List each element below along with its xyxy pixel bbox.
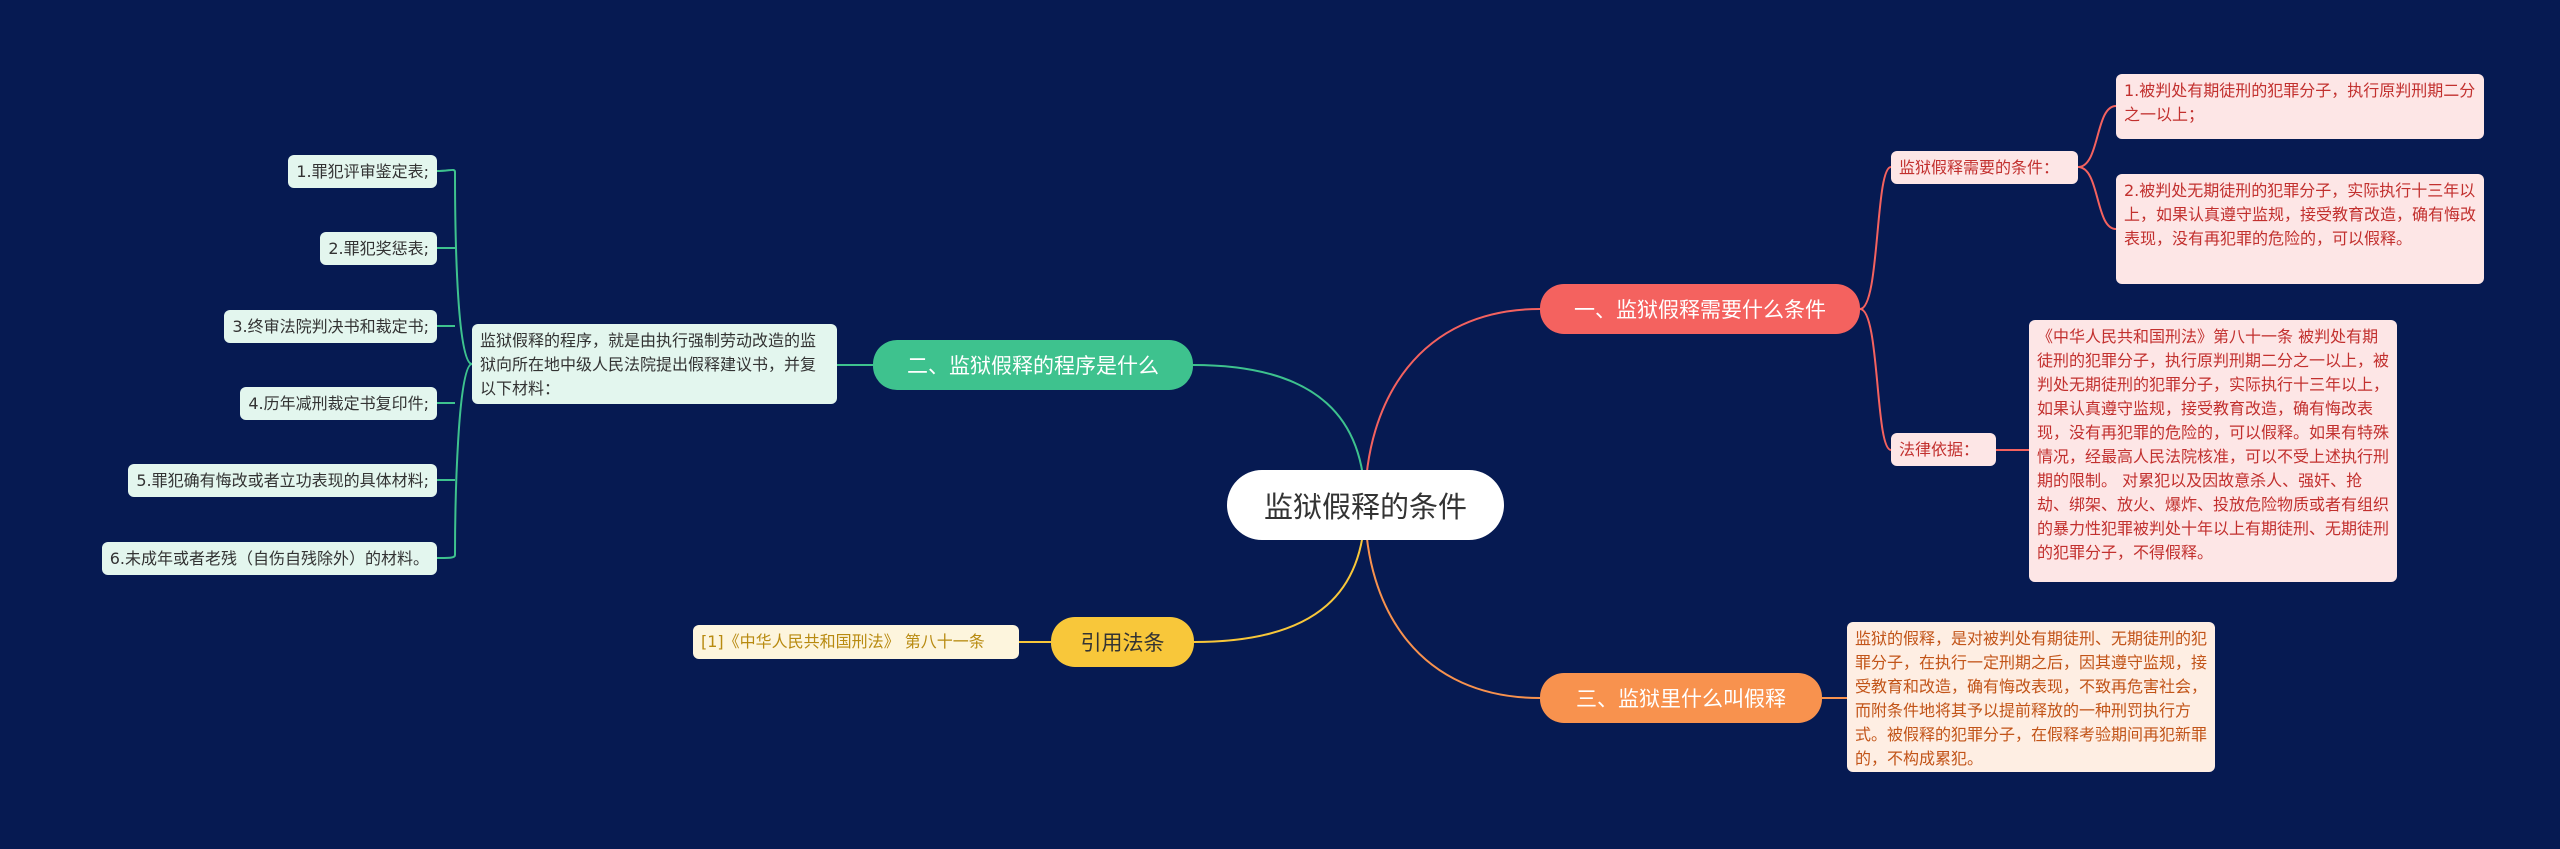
material-item[interactable]: 2.罪犯奖惩表;: [320, 232, 437, 265]
basis-text[interactable]: 《中华人民共和国刑法》第八十一条 被判处有期徒刑的犯罪分子，执行原判刑期二分之一…: [2029, 320, 2397, 582]
root-topic[interactable]: 监狱假释的条件: [1227, 470, 1504, 540]
material-item[interactable]: 5.罪犯确有悔改或者立功表现的具体材料;: [128, 464, 437, 497]
condition-1[interactable]: 1.被判处有期徒刑的犯罪分子，执行原判刑期二分之一以上；: [2116, 74, 2484, 139]
branch-conditions[interactable]: 一、监狱假释需要什么条件: [1540, 284, 1860, 334]
branch-references[interactable]: 引用法条: [1051, 617, 1194, 667]
law-reference[interactable]: [1]《中华人民共和国刑法》 第八十一条: [693, 625, 1019, 659]
link-conditions-1: [2077, 105, 2117, 168]
branch-definition[interactable]: 三、监狱里什么叫假释: [1540, 673, 1822, 723]
material-item[interactable]: 1.罪犯评审鉴定表;: [288, 155, 437, 188]
link-b1-conditions: [1859, 166, 1892, 310]
procedure-text[interactable]: 监狱假释的程序，就是由执行强制劳动改造的监狱向所在地中级人民法院提出假释建议书，…: [472, 324, 837, 404]
link-b1-basis: [1859, 308, 1892, 451]
link-root-b1: [1364, 308, 1541, 506]
condition-2[interactable]: 2.被判处无期徒刑的犯罪分子，实际执行十三年以上，如果认真遵守监规，接受教育改造…: [2116, 174, 2484, 284]
branch-procedure[interactable]: 二、监狱假释的程序是什么: [873, 340, 1193, 390]
definition-text[interactable]: 监狱的假释，是对被判处有期徒刑、无期徒刑的犯罪分子，在执行一定刑期之后，因其遵守…: [1847, 622, 2215, 772]
material-item[interactable]: 3.终审法院判决书和裁定书;: [224, 310, 437, 343]
basis-label[interactable]: 法律依据：: [1891, 433, 1996, 466]
material-item[interactable]: 6.未成年或者老残（自伤自残除外）的材料。: [101, 542, 437, 575]
material-item[interactable]: 4.历年减刑裁定书复印件;: [240, 387, 437, 420]
conditions-label[interactable]: 监狱假释需要的条件：: [1891, 151, 2078, 184]
link-conditions-2: [2077, 166, 2117, 230]
link-procedure-leaves: [436, 168, 473, 559]
link-root-b3: [1364, 504, 1541, 699]
